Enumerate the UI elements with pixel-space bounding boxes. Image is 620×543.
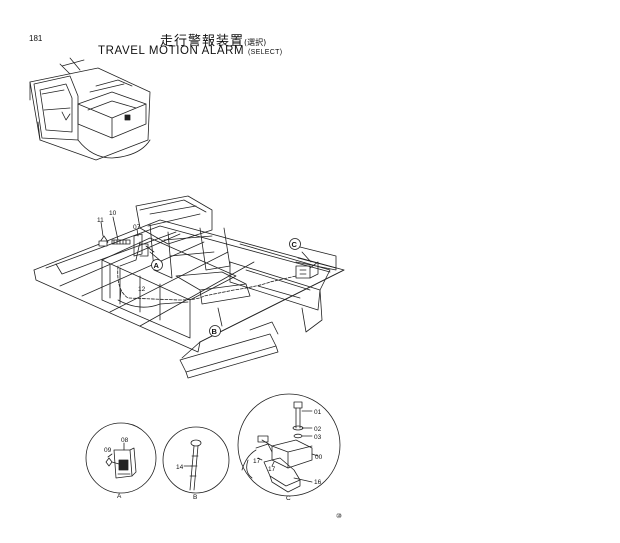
label-12: 12 — [138, 286, 146, 293]
callout-b: B — [212, 327, 218, 336]
title-english: TRAVEL MOTION ALARM (SELECT) — [98, 45, 282, 57]
detail-a-label: A — [117, 493, 122, 500]
label-08: 08 — [121, 437, 129, 444]
part-labels: 11 10 07 A 12 B C 08 09 A 14 B 01 02 03 … — [97, 210, 342, 520]
detail-b-label: B — [193, 494, 197, 501]
callout-c: C — [292, 240, 298, 249]
label-16: 16 — [314, 479, 322, 486]
detail-c-view — [237, 393, 341, 497]
callout-a: A — [154, 261, 160, 270]
label-01: 01 — [314, 409, 322, 416]
undercarriage-frame — [33, 195, 345, 379]
label-09: 09 — [104, 447, 112, 454]
page-number: 181 — [29, 34, 43, 43]
label-03: 03 — [314, 434, 322, 441]
label-00: 00 — [315, 454, 323, 461]
title-english-text: TRAVEL MOTION ALARM — [98, 45, 245, 57]
detail-b-view — [162, 426, 230, 494]
excavator-thumbnail — [29, 57, 151, 161]
label-14: 14 — [176, 464, 184, 471]
detail-a-view — [85, 422, 157, 494]
callout-circles-main — [151, 238, 301, 337]
title-japanese: 走行警報装置(選択) — [160, 30, 266, 49]
label-17-right: 17 — [268, 466, 276, 473]
label-17-left: 17 — [253, 458, 261, 465]
title-japanese-text: 走行警報装置 — [160, 34, 245, 49]
label-10: 10 — [109, 210, 117, 217]
label-07: 07 — [133, 224, 141, 231]
title-english-note: (SELECT) — [248, 49, 283, 56]
footer-mark: ⑩ — [336, 512, 342, 520]
label-02: 02 — [314, 426, 322, 433]
title-japanese-note: (選択) — [244, 38, 267, 47]
label-11: 11 — [97, 217, 104, 224]
detail-c-label: C — [286, 495, 291, 502]
